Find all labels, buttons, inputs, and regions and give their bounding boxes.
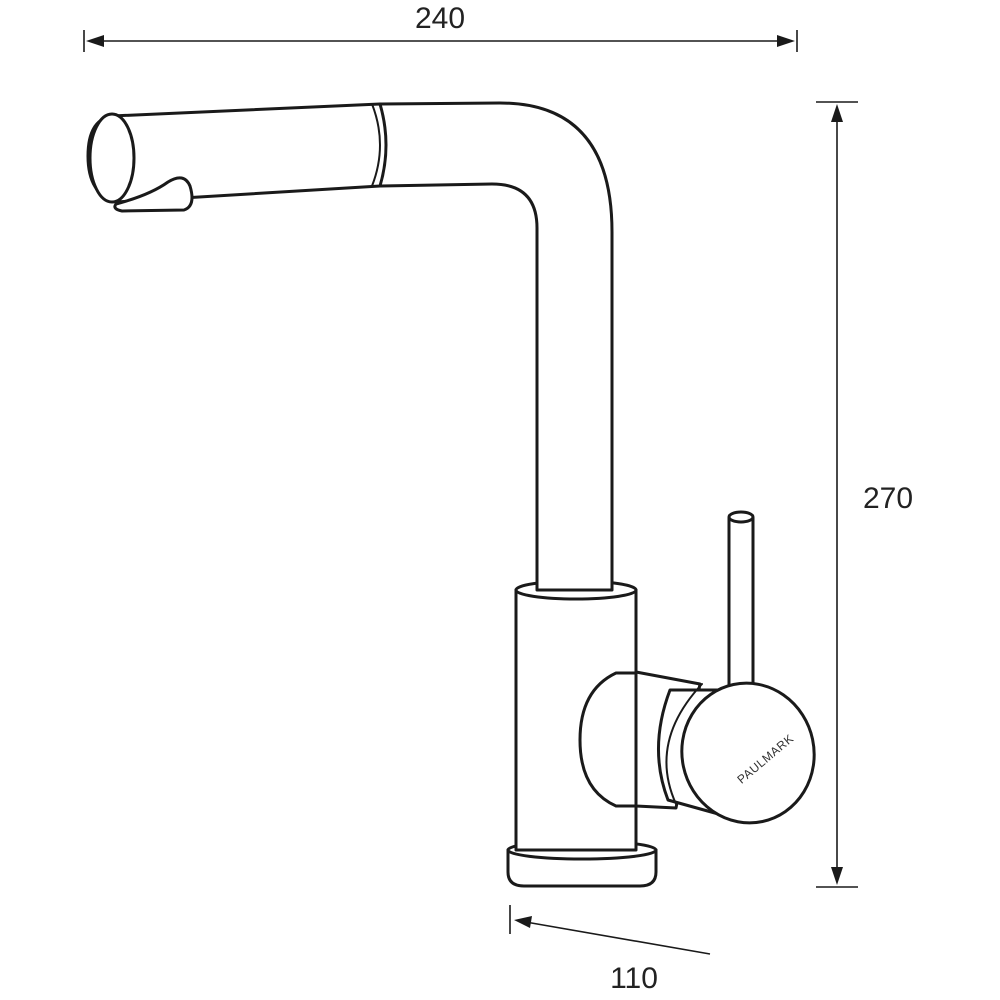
reach-label: 110 xyxy=(610,962,658,995)
spout xyxy=(86,101,614,592)
width-dimension: 240 xyxy=(83,2,798,52)
handle-cap: PAULMARK xyxy=(656,681,816,825)
height-label: 270 xyxy=(863,482,913,515)
width-label: 240 xyxy=(415,2,465,35)
handle-lever xyxy=(727,510,755,692)
reach-dimension: 110 xyxy=(509,905,711,995)
height-dimension: 270 xyxy=(816,101,913,888)
